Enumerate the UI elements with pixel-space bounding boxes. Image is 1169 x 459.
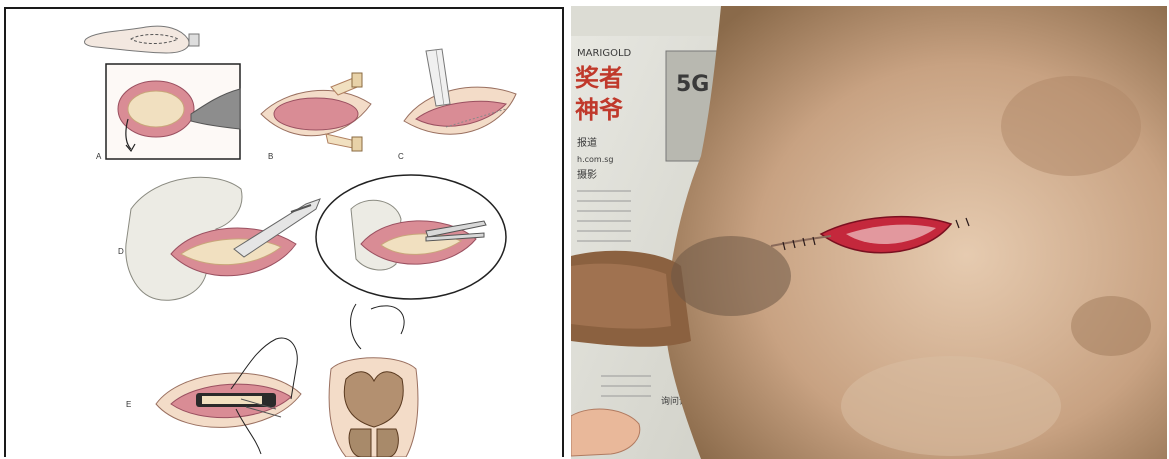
label-d: D <box>118 247 124 256</box>
scrotum-sketch <box>84 26 199 53</box>
cross-section-drawing <box>329 304 418 457</box>
step-b-drawing <box>261 73 371 151</box>
step-e-drawing <box>156 338 301 454</box>
post-operative-photo: MARIGOLD 奖者 神爷 5G 报道 h.com.sg 摄影 询问详情 IT <box>571 6 1167 459</box>
label-e: E <box>126 400 131 409</box>
step-d-circle-inset <box>316 175 506 299</box>
newspaper-side-text-2: h.com.sg <box>577 155 614 164</box>
newspaper-big-code: 5G <box>676 72 709 97</box>
label-a: A <box>96 152 102 161</box>
label-c: C <box>398 152 404 161</box>
newspaper-side-text-1: 报道 <box>577 136 597 149</box>
newspaper-headline-1: 奖者 <box>575 64 623 92</box>
step-a-inset <box>106 64 240 159</box>
step-c-drawing <box>404 49 516 134</box>
surgical-illustration-panel: A B C D <box>4 7 564 457</box>
newspaper-headline-2: 神爷 <box>575 96 624 124</box>
photo-drawing: MARIGOLD 奖者 神爷 5G 报道 h.com.sg 摄影 询问详情 IT <box>571 6 1167 459</box>
newspaper-brand: MARIGOLD <box>577 48 632 59</box>
newspaper-side-text-3: 摄影 <box>577 168 597 181</box>
label-b: B <box>268 152 273 161</box>
step-d-drawing <box>126 177 320 300</box>
surgical-illustration: A B C D <box>6 9 562 457</box>
